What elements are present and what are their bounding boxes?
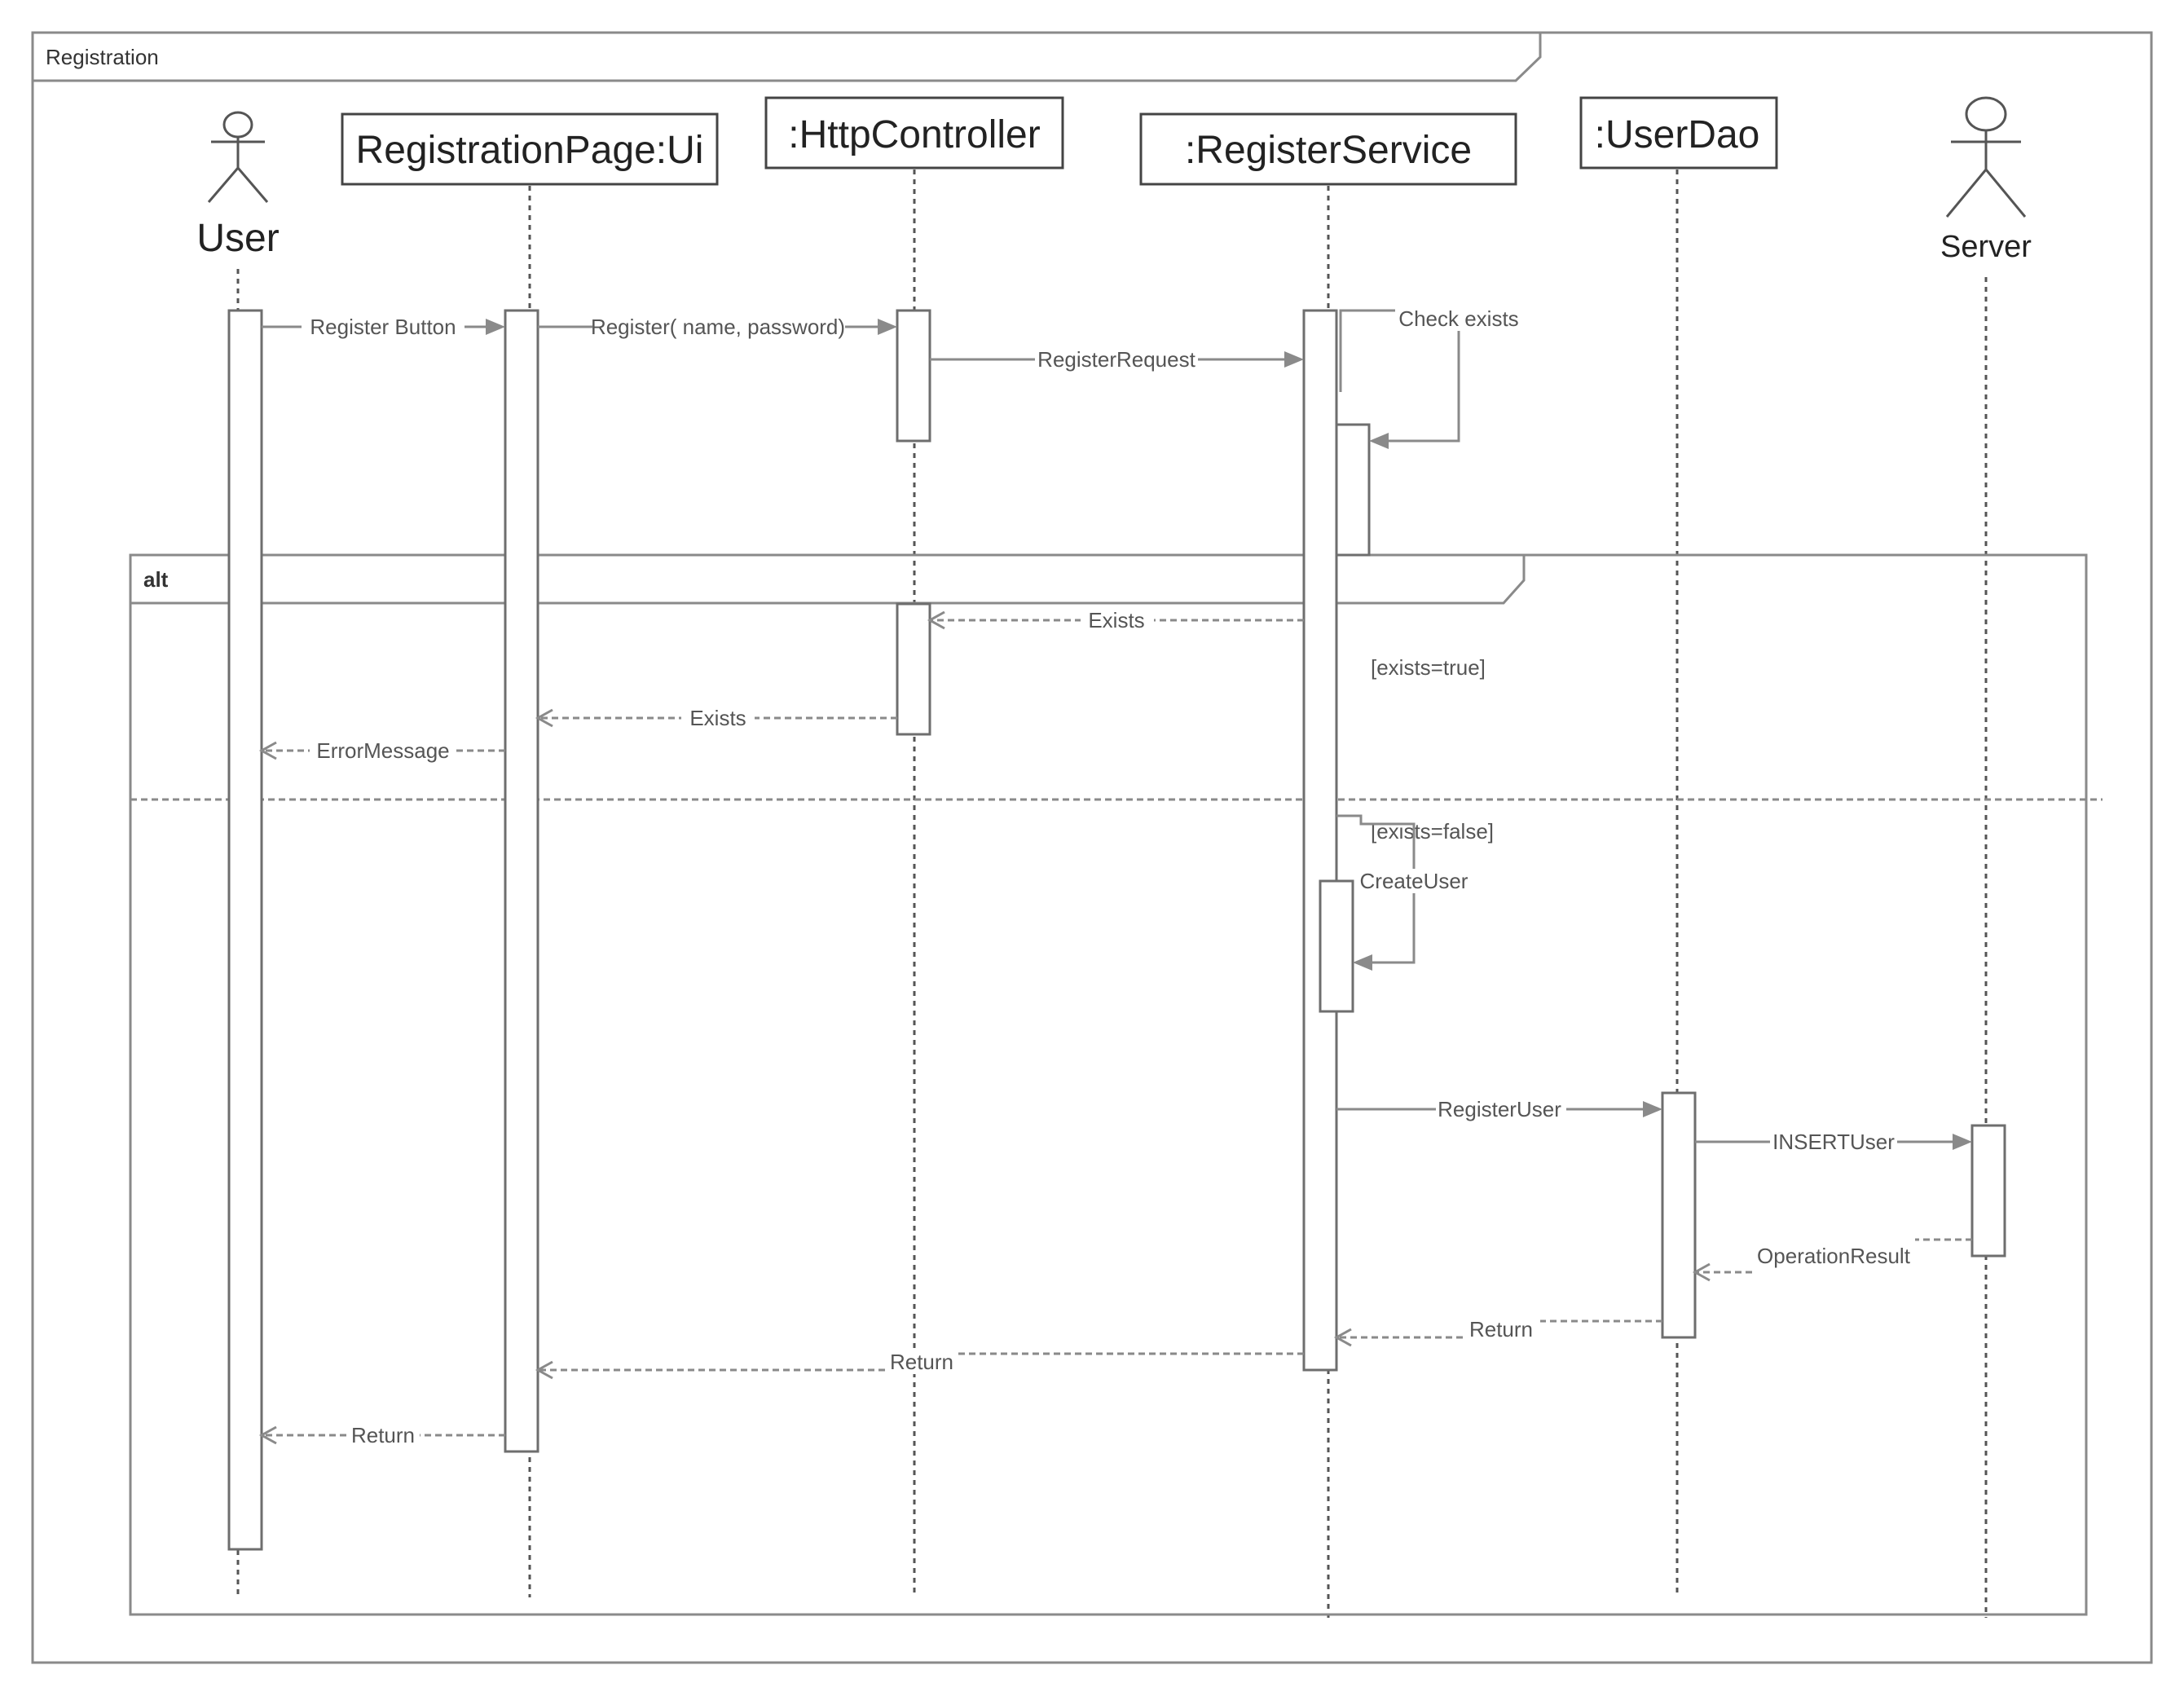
stick-figure-icon xyxy=(207,111,269,203)
message-operation-result-label: OperationResult xyxy=(1757,1244,1911,1268)
participant-ui-label: RegistrationPage:Ui xyxy=(356,129,704,172)
message-check-exists-label: Check exists xyxy=(1398,306,1518,331)
activation-user xyxy=(227,309,263,1551)
stick-figure-icon xyxy=(1945,96,2027,218)
actor-user-label: User xyxy=(196,217,279,260)
activation-dao xyxy=(1661,1091,1697,1339)
participant-dao-label: :UserDao xyxy=(1595,113,1760,156)
message-create-user-label: CreateUser xyxy=(1360,869,1468,893)
message-exists-to-controller: Exists xyxy=(927,608,1304,632)
message-error-message: ErrorMessage xyxy=(258,738,505,763)
activation-service-create xyxy=(1319,879,1354,1013)
participant-dao: :UserDao xyxy=(1579,96,1778,170)
message-operation-result: OperationResult xyxy=(1692,1238,1972,1282)
activation-ui xyxy=(504,309,539,1453)
activation-service-check xyxy=(1335,423,1371,557)
message-register-call: Register( name, password) xyxy=(538,315,897,339)
alt-fragment: alt [exists=true] [exists=false] xyxy=(129,553,2103,1616)
message-return-dao: Return xyxy=(1333,1317,1662,1347)
message-return-service: Return xyxy=(535,1350,1304,1380)
participant-controller: :HttpController xyxy=(764,96,1064,170)
message-exists-to-ui-label: Exists xyxy=(689,706,746,730)
registration-frame: Registration xyxy=(31,31,2153,1664)
message-exists-to-controller-label: Exists xyxy=(1088,608,1144,632)
message-insert-user: INSERTUser xyxy=(1695,1130,1972,1154)
activation-controller-2 xyxy=(896,602,931,736)
message-register-user: RegisterUser xyxy=(1336,1097,1662,1121)
activation-controller-1 xyxy=(896,309,931,443)
actor-user: User xyxy=(196,111,280,260)
actor-server-label: Server xyxy=(1940,230,2032,264)
activations xyxy=(227,309,2006,1551)
message-register-button-label: Register Button xyxy=(310,315,456,339)
participant-service-label: :RegisterService xyxy=(1185,129,1472,172)
activation-server xyxy=(1970,1124,2006,1258)
frame-title: Registration xyxy=(46,45,159,69)
message-create-user: CreateUser xyxy=(1336,814,1471,971)
message-error-message-label: ErrorMessage xyxy=(316,738,449,763)
message-exists-to-ui: Exists xyxy=(535,706,897,730)
message-return-dao-label: Return xyxy=(1469,1317,1533,1341)
participant-service: :RegisterService xyxy=(1139,112,1517,186)
message-register-request-label: RegisterRequest xyxy=(1037,347,1195,372)
message-register-button: Register Button xyxy=(262,315,505,339)
message-return-ui: Return xyxy=(258,1423,505,1447)
actor-server: Server xyxy=(1940,96,2032,264)
message-register-request: RegisterRequest xyxy=(930,347,1304,372)
message-register-user-label: RegisterUser xyxy=(1438,1097,1561,1121)
message-return-service-label: Return xyxy=(890,1350,953,1374)
message-register-call-label: Register( name, password) xyxy=(591,315,845,339)
participant-controller-label: :HttpController xyxy=(788,113,1040,156)
guard-exists-true: [exists=true] xyxy=(1371,655,1486,680)
message-insert-user-label: INSERTUser xyxy=(1772,1130,1895,1154)
lifelines xyxy=(236,170,1988,1618)
message-check-exists: Check exists xyxy=(1339,306,1522,449)
activation-service xyxy=(1302,309,1338,1372)
alt-label: alt xyxy=(143,567,169,592)
message-return-ui-label: Return xyxy=(351,1423,415,1447)
participant-ui: RegistrationPage:Ui xyxy=(341,112,719,186)
